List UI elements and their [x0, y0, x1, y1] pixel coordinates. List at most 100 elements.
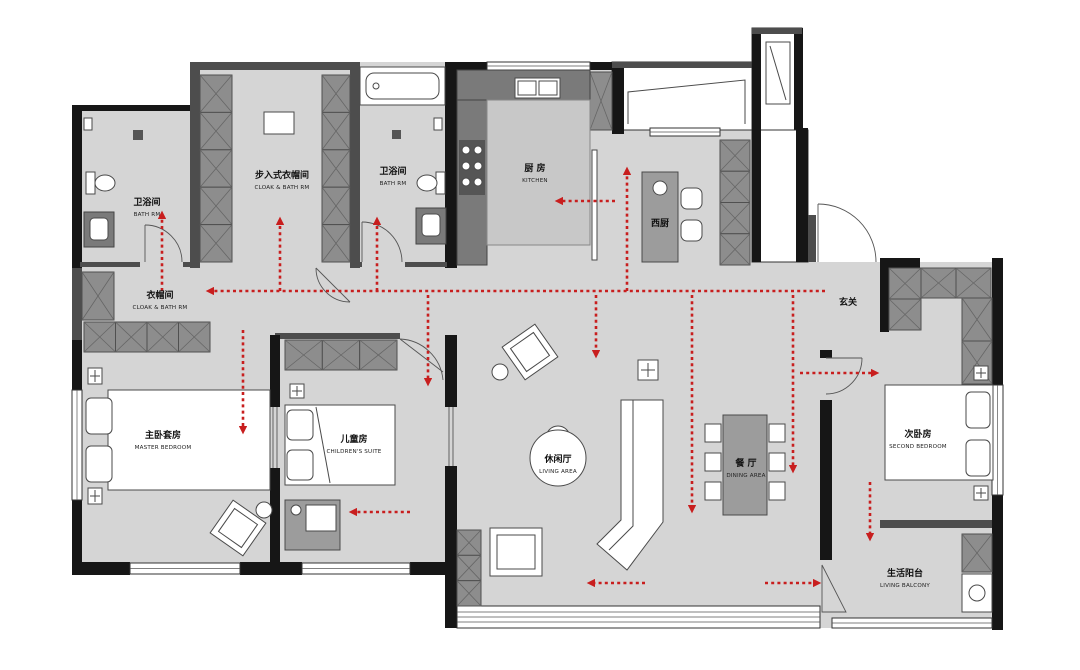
nightstand — [87, 367, 103, 385]
interior-wall — [880, 520, 992, 528]
room-label-en: SECOND BEDROOM — [889, 444, 947, 450]
room-label-zh: 卫浴间 — [379, 165, 406, 177]
vanity-sink — [83, 211, 115, 248]
interior-wall — [190, 62, 200, 268]
closet-cabinet — [284, 339, 398, 371]
cooktop — [459, 140, 485, 195]
cabinet-cross-mark — [961, 533, 993, 573]
exterior-wall — [590, 62, 612, 70]
room-label-en: LIVING BALCONY — [880, 583, 930, 589]
pillow — [286, 449, 314, 481]
pillow — [965, 391, 991, 429]
exterior-wall — [445, 62, 487, 70]
pillow — [85, 445, 113, 483]
room-label-en: DINING AREA — [726, 473, 765, 479]
lounge-chair — [209, 499, 267, 557]
childrens-suite-furniture — [284, 383, 396, 551]
cabinet-cross-mark — [146, 321, 179, 353]
room-label-zh: 厨 房 — [524, 162, 545, 174]
pillow — [286, 409, 314, 441]
dining-table — [722, 414, 768, 516]
lounge-chair — [501, 323, 559, 381]
window — [456, 605, 821, 629]
room-label-zh: 儿童房 — [339, 433, 367, 445]
cabinet-cross-mark — [321, 112, 351, 151]
toilet — [416, 171, 446, 195]
cabinet-cross-mark — [719, 170, 751, 203]
utility-shaft — [751, 27, 809, 263]
exterior-wall — [72, 268, 82, 340]
room-label-en: KITCHEN — [522, 178, 548, 184]
room-label-zh: 卫浴间 — [133, 196, 160, 208]
interior-wall — [270, 335, 280, 407]
nightstand — [289, 383, 305, 399]
cabinet-cross-mark — [955, 267, 992, 299]
window — [301, 562, 411, 575]
cabinet-cross-mark — [456, 555, 482, 581]
room-label-en: BATH RM — [134, 212, 161, 218]
interior-wall — [352, 262, 362, 267]
cabinet-cross-mark — [178, 321, 211, 353]
cabinet-cross-mark — [961, 340, 993, 385]
room-label-en: BATH RM — [380, 181, 407, 187]
interior-wall — [270, 468, 280, 575]
interior-wall — [820, 350, 832, 358]
western-kitchen-island — [591, 149, 703, 263]
window — [71, 389, 83, 501]
closet-cabinet — [719, 139, 751, 266]
cabinet-cross-mark — [719, 202, 751, 235]
double-sink — [514, 77, 561, 99]
room-label-zh: 主卧套房 — [145, 429, 181, 441]
island-sink — [652, 180, 668, 196]
room-label-zh: 休闲厅 — [543, 453, 571, 465]
room-label-zh: 西厨 — [651, 218, 669, 229]
room-label-en: CHILDREN'S SUITE — [326, 449, 381, 455]
closet-cabinet — [589, 71, 613, 131]
cabinet-cross-mark — [199, 224, 233, 263]
pocket-door — [448, 407, 454, 466]
room-label-zh: 生活阳台 — [887, 567, 923, 579]
nightstand — [973, 485, 989, 501]
room-label-zh: 次卧房 — [904, 428, 931, 440]
exterior-wall — [190, 62, 355, 70]
closet-cabinet — [888, 267, 922, 331]
dining-chair — [768, 452, 786, 472]
pocket-door — [272, 407, 278, 468]
cabinet-cross-mark — [321, 149, 351, 188]
cabinet-cross-mark — [321, 186, 351, 225]
room-label-zh: 步入式衣帽间 — [255, 169, 309, 181]
window — [129, 562, 241, 575]
interior-wall — [405, 262, 447, 267]
cabinet-cross-mark — [359, 339, 398, 371]
cabinet-cross-mark — [589, 71, 613, 131]
kitchen-floor-zone — [486, 99, 591, 246]
room-label-zh: 玄关 — [839, 296, 857, 308]
door-swing — [817, 203, 877, 263]
window — [486, 61, 591, 71]
closet-cabinet — [920, 267, 992, 299]
closet-cabinet — [321, 74, 351, 263]
room-label-en: MASTER BEDROOM — [135, 445, 192, 451]
floor-drain — [392, 130, 401, 139]
room-label-zh: 衣帽间 — [146, 289, 173, 301]
side-table — [255, 501, 273, 519]
cabinet-cross-mark — [321, 74, 351, 113]
room-label-en: CLOAK & BATH RM — [133, 305, 188, 311]
exterior-wall — [80, 105, 192, 111]
armchair — [489, 527, 543, 577]
doors — [144, 203, 877, 468]
nightstand — [973, 365, 989, 381]
second-bedroom-furniture — [884, 365, 994, 501]
bath-1-fixtures — [83, 117, 143, 248]
room-labels: 卫浴间 BATH RM 步入式衣帽间 CLOAK & BATH RM 卫浴间 B… — [133, 162, 947, 589]
window — [991, 384, 1004, 496]
nightstand — [87, 487, 103, 505]
vanity-mirror — [263, 111, 295, 135]
door-swing — [361, 221, 403, 263]
room-label-en: CLOAK & BATH RM — [255, 185, 310, 191]
cabinet-cross-mark — [961, 297, 993, 342]
cabinet-cross-mark — [322, 339, 360, 371]
interior-wall — [445, 62, 457, 268]
desk-chair — [305, 504, 337, 532]
